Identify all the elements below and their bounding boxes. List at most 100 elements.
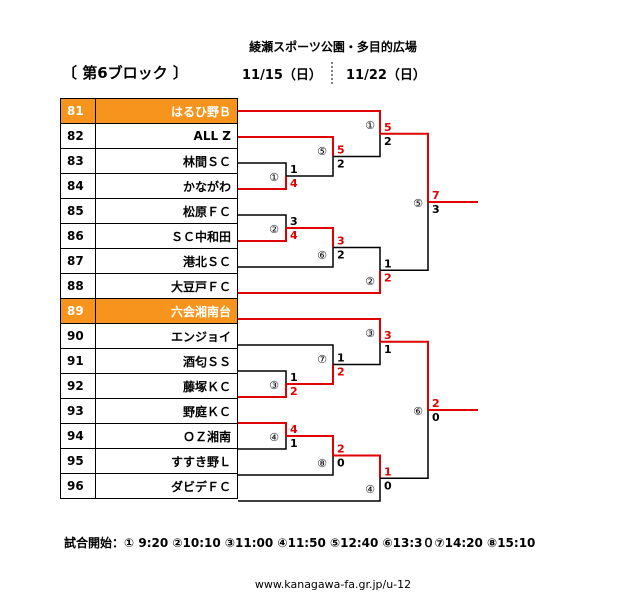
game-number-label: ④ xyxy=(365,483,375,496)
team-name: 大豆戸ＦＣ xyxy=(95,273,238,299)
match-schedule: 試合開始：① 9:20 ②10:10 ③11:00 ④11:50 ⑤12:40 … xyxy=(64,536,536,550)
score-label: 2 xyxy=(337,366,345,379)
game-number-label: ③ xyxy=(269,379,279,392)
score-label: 1 xyxy=(384,465,392,478)
bracket-line xyxy=(380,132,429,202)
score-label: 1 xyxy=(384,343,392,356)
team-number: 83 xyxy=(60,148,96,174)
score-label: 0 xyxy=(384,479,392,492)
team-number: 86 xyxy=(60,223,96,249)
score-label: 1 xyxy=(384,257,392,270)
score-label: 7 xyxy=(432,189,440,202)
score-label: 1 xyxy=(290,437,298,450)
score-label: 0 xyxy=(337,457,345,470)
bracket-line xyxy=(238,455,334,476)
score-label: 4 xyxy=(290,229,298,242)
bracket-line xyxy=(238,478,381,502)
score-label: 3 xyxy=(432,203,440,216)
score-label: 1 xyxy=(290,371,298,384)
score-label: 3 xyxy=(337,235,345,248)
bracket-line xyxy=(286,364,334,385)
game-number-label: ① xyxy=(269,171,279,184)
team-name: かながわ xyxy=(95,173,238,199)
score-label: 2 xyxy=(337,443,345,456)
bracket-line xyxy=(238,436,287,450)
score-label: 5 xyxy=(337,144,345,157)
score-label: 2 xyxy=(432,397,440,410)
team-name: ALL Z xyxy=(95,123,238,149)
score-label: 1 xyxy=(337,352,345,365)
team-name: はるひ野Ｂ xyxy=(95,98,238,124)
game-number-label: ⑦ xyxy=(317,353,327,366)
score-label: 2 xyxy=(384,271,392,284)
bracket-line xyxy=(333,246,381,271)
team-name: ダビデＦＣ xyxy=(95,473,238,499)
game-number-label: ⑧ xyxy=(317,457,327,470)
bracket-line xyxy=(238,136,334,157)
bracket-line xyxy=(380,202,429,271)
date-round-2: 11/22（日） xyxy=(346,68,426,83)
team-number: 87 xyxy=(60,248,96,274)
bracket-line xyxy=(333,341,381,366)
bracket-line xyxy=(333,133,381,158)
game-number-label: ⑥ xyxy=(413,405,423,418)
bracket-line xyxy=(286,156,334,177)
team-name: エンジョイ xyxy=(95,323,238,349)
bracket-line xyxy=(238,318,381,342)
score-label: 1 xyxy=(290,163,298,176)
bracket-line xyxy=(238,422,287,436)
bracket-line xyxy=(238,228,287,242)
team-name: 林間ＳＣ xyxy=(95,148,238,174)
score-label: 3 xyxy=(384,329,392,342)
team-name: 藤塚ＫＣ xyxy=(95,373,238,399)
score-label: 0 xyxy=(432,411,440,424)
game-number-label: ④ xyxy=(269,431,279,444)
game-number-label: ② xyxy=(365,275,375,288)
team-number: 89 xyxy=(60,298,96,324)
score-label: 2 xyxy=(337,158,345,171)
bracket-line xyxy=(238,110,381,134)
team-name: 松原ＦＣ xyxy=(95,198,238,224)
score-label: 4 xyxy=(290,423,298,436)
bracket-line xyxy=(286,435,334,456)
score-label: 2 xyxy=(384,135,392,148)
game-number-label: ② xyxy=(269,223,279,236)
bracket-line xyxy=(238,162,287,176)
bracket-line xyxy=(238,247,334,268)
footer-url: www.kanagawa-fa.gr.jp/u-12 xyxy=(254,578,412,591)
date-round-1: 11/15（日） xyxy=(242,68,322,83)
bracket-line xyxy=(286,227,334,248)
score-label: 2 xyxy=(337,249,345,262)
team-name: すすき野Ｌ xyxy=(95,448,238,474)
bracket-line xyxy=(380,410,429,479)
score-label: 4 xyxy=(290,177,298,190)
bracket-line xyxy=(238,370,287,384)
bracket-line xyxy=(380,340,429,410)
bracket-line xyxy=(238,384,287,398)
bracket-line xyxy=(238,214,287,228)
team-name: ＯＺ湘南 xyxy=(95,423,238,449)
bracket-line xyxy=(238,344,334,365)
bracket-line xyxy=(238,270,381,294)
team-name: 六会湘南台 xyxy=(95,298,238,324)
venue-title: 綾瀬スポーツ公園・多目的広場 xyxy=(249,40,417,54)
team-name: 港北ＳＣ xyxy=(95,248,238,274)
game-number-label: ⑥ xyxy=(317,249,327,262)
team-name: 野庭ＫＣ xyxy=(95,398,238,424)
score-label: 2 xyxy=(290,385,298,398)
